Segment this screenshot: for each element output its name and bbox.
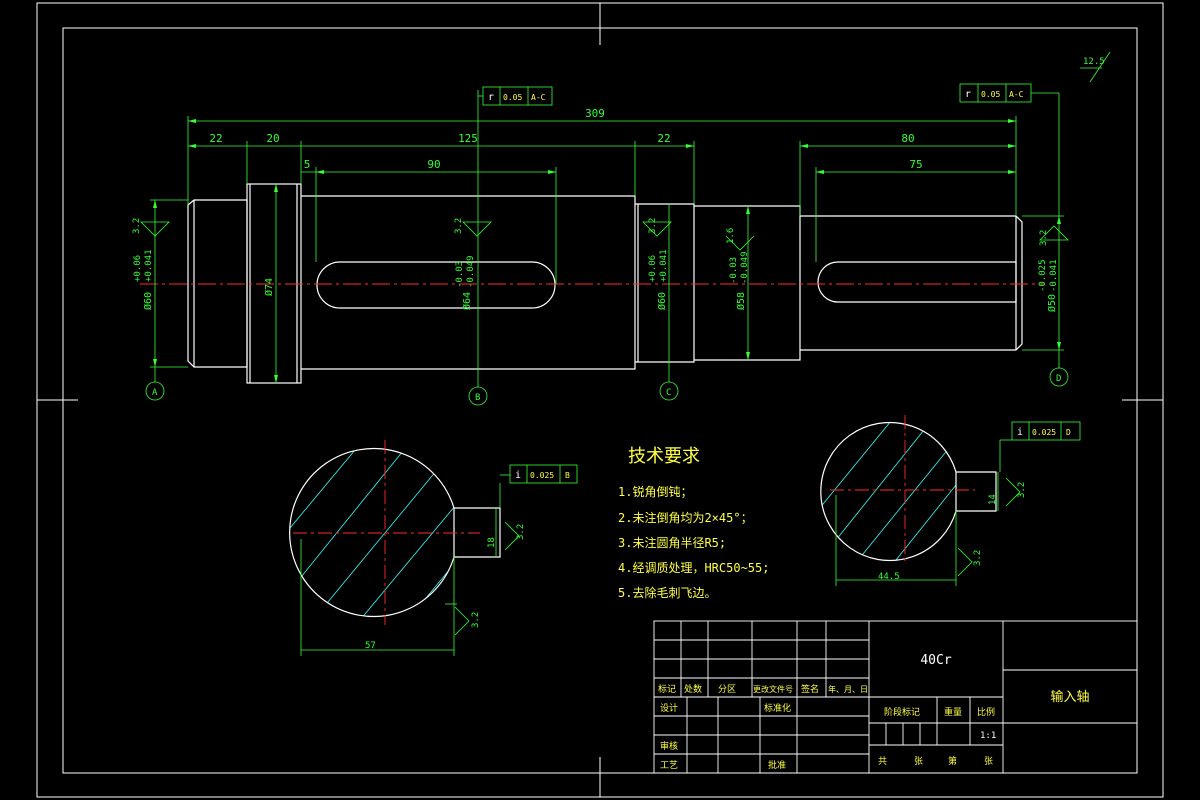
- role-design: 设计: [660, 702, 678, 714]
- dim-tol-60a-lo: +0.041: [144, 249, 154, 282]
- requirement-5: 5.去除毛刺飞边。: [618, 585, 716, 600]
- svg-text:A-C: A-C: [1009, 90, 1024, 99]
- requirement-1: 1.锐角倒钝；: [618, 485, 692, 499]
- requirement-4: 4.经调质处理，HRC50~55;: [618, 561, 769, 575]
- dim-dia-74: Ø74: [263, 278, 275, 296]
- dim-tol-58-up: -0.03: [729, 257, 739, 284]
- dim-5: 5: [304, 158, 311, 171]
- requirement-3: 3.未注圆角半径R5;: [618, 535, 726, 550]
- svg-text:0.025: 0.025: [530, 471, 554, 480]
- dim-tol-58-lo: -0.049: [740, 251, 750, 284]
- dim-dia-64: Ø64: [461, 292, 473, 310]
- svg-text:i: i: [515, 470, 521, 481]
- tolerance-frame-section-right: i 0.025 D: [1011, 421, 1081, 441]
- header-mark: 标记: [658, 683, 676, 695]
- requirements-title: 技术要求: [628, 446, 700, 467]
- header-sign: 签名: [801, 683, 819, 695]
- dim-dia-50: Ø50: [1046, 294, 1058, 312]
- section-right-roughness-2: 3.2: [973, 550, 983, 566]
- section-left-roughness: 3.2: [516, 524, 526, 540]
- footer-nth: 第: [948, 755, 957, 767]
- roughness-e: 3.2: [1039, 230, 1049, 246]
- header-zone: 分区: [718, 684, 736, 695]
- dim-key-90: 90: [427, 158, 440, 171]
- svg-text:0.05: 0.05: [981, 90, 1000, 99]
- datum-a: A: [152, 388, 158, 398]
- section-right-width: 44.5: [878, 572, 900, 582]
- roughness-b: 3.2: [454, 218, 464, 234]
- shaft-outline: [187, 183, 1023, 384]
- section-left-roughness-2: 3.2: [471, 612, 481, 628]
- svg-text:0.05: 0.05: [503, 93, 522, 102]
- requirement-2: 2.未注倒角均为2×45°；: [618, 510, 753, 525]
- dim-dia-60b: Ø60: [656, 292, 668, 310]
- datum-markers: [145, 367, 1069, 406]
- dim-80: 80: [901, 132, 914, 145]
- svg-text:B: B: [565, 471, 570, 480]
- section-right-key-depth: 14: [988, 494, 998, 505]
- dim-dia-58: Ø58: [735, 292, 747, 310]
- datum-c: C: [666, 388, 671, 398]
- stage-mark-label: 阶段标记: [884, 706, 920, 718]
- dim-tol-60a-up: +0.06: [133, 255, 143, 282]
- title-block: [653, 620, 1138, 774]
- material: 40Cr: [920, 653, 951, 668]
- roughness-d: 1.6: [726, 228, 736, 244]
- header-count: 处数: [684, 683, 702, 695]
- scale-value: 1:1: [980, 731, 996, 741]
- datum-b: B: [475, 393, 480, 403]
- dim-tol-64-up: -0.03: [455, 261, 465, 288]
- footer-sheet-2: 张: [984, 756, 993, 767]
- weight-label: 重量: [944, 706, 962, 718]
- technical-requirements: 技术要求 1.锐角倒钝； 2.未注倒角均为2×45°； 3.未注圆角半径R5; …: [618, 446, 769, 600]
- dim-22a: 22: [209, 132, 222, 145]
- section-left-width: 57: [365, 641, 376, 651]
- header-date: 年、月、日: [828, 684, 868, 694]
- tolerance-frame-top-left: r 0.05 A-C: [482, 86, 553, 106]
- roughness-c: 3.2: [648, 218, 658, 234]
- role-approve: 批准: [768, 759, 786, 771]
- section-left: 57 18 3.2 3.2 i 0.025 B: [289, 440, 578, 656]
- section-left-key-depth: 18: [487, 537, 497, 548]
- role-process: 工艺: [660, 760, 678, 771]
- footer-total: 共: [878, 756, 887, 767]
- dim-125: 125: [458, 132, 478, 145]
- dim-tol-60b-lo: +0.041: [659, 249, 669, 282]
- tolerance-frame-section-left: i 0.025 B: [509, 464, 578, 484]
- dim-overall-length: 309: [585, 107, 605, 120]
- dimension-arrows: [153, 119, 1061, 383]
- roughness-symbols: [140, 221, 1069, 251]
- dim-22b: 22: [657, 132, 670, 145]
- svg-text:0.025: 0.025: [1032, 428, 1056, 437]
- dim-20: 20: [266, 132, 279, 145]
- dimension-lines: [150, 51, 1111, 385]
- part-name: 输入轴: [1050, 689, 1089, 705]
- header-doc: 更改文件号: [753, 684, 793, 694]
- dim-tol-50-lo: -0.041: [1049, 259, 1059, 292]
- sheet-border: [36, 2, 1164, 798]
- dim-tol-64-lo: -0.049: [466, 255, 476, 288]
- svg-text:D: D: [1066, 428, 1071, 437]
- svg-text:A-C: A-C: [531, 93, 546, 102]
- dim-key-75: 75: [909, 158, 922, 171]
- dim-tol-60b-up: +0.06: [648, 255, 658, 282]
- role-standard: 标准化: [764, 702, 791, 714]
- footer-sheet-1: 张: [914, 756, 923, 767]
- dim-tol-50-up: -0.025: [1038, 259, 1048, 292]
- svg-text:r: r: [488, 92, 494, 103]
- tolerance-frame-top-right: r 0.05 A-C: [959, 83, 1032, 103]
- title-block-text: 40Cr 输入轴 标记 处数 分区 更改文件号 签名 年、月、日 设计 标准化 …: [658, 653, 1090, 771]
- dim-dia-60a: Ø60: [142, 292, 154, 310]
- svg-text:i: i: [1017, 427, 1023, 438]
- section-right: 44.5 14 3.2 3.2 i 0.025 D: [820, 415, 1081, 586]
- role-review: 审核: [660, 740, 678, 752]
- svg-text:r: r: [965, 89, 971, 100]
- section-right-roughness: 3.2: [1017, 482, 1027, 498]
- datum-d: D: [1056, 374, 1061, 384]
- roughness-general: 12.5: [1083, 57, 1105, 67]
- scale-label: 比例: [977, 706, 995, 718]
- dimension-texts: 309 22 20 125 22 80 5 90 75 Ø60 +0.06 +0…: [132, 57, 1105, 403]
- roughness-a: 3.2: [132, 218, 142, 234]
